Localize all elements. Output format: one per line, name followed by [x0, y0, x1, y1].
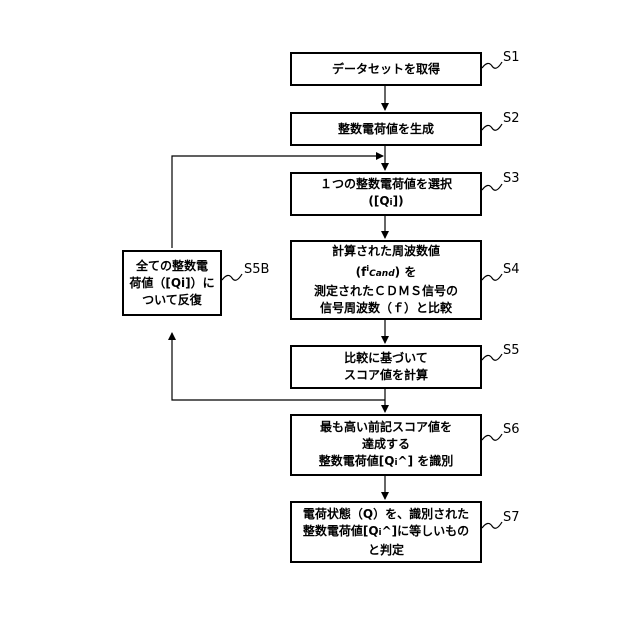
- step-s4-box: 計算された周波数値 (fiCand) を 測定されたＣＤＭＳ信号の 信号周波数（…: [290, 240, 482, 320]
- leader-s6: [482, 434, 502, 440]
- step-s3-line2: ([Qi]): [368, 193, 403, 212]
- step-s7-box: 電荷状態（Q）を、識別された 整数電荷値[Qi^]に等しいもの と判定: [290, 501, 482, 563]
- step-s7-line1: 電荷状態（Q）を、識別された: [303, 506, 469, 523]
- step-s7-line2: 整数電荷値[Qi^]に等しいもの: [303, 523, 469, 542]
- leader-s4: [482, 274, 502, 280]
- step-s5-label: S5: [503, 343, 520, 358]
- step-s3-line1: １つの整数電荷値を選択: [320, 176, 452, 193]
- step-s5b-line1: 全ての整数電: [136, 258, 208, 275]
- step-s3-label: S3: [503, 171, 520, 186]
- leader-s3: [482, 184, 502, 190]
- step-s4-line2: (fiCand) を: [356, 260, 417, 283]
- leader-s2: [482, 124, 502, 130]
- step-s4-line3: 測定されたＣＤＭＳ信号の: [314, 283, 458, 300]
- step-s4-line4: 信号周波数（ｆ）と比較: [320, 300, 452, 317]
- step-s7-line3: と判定: [368, 542, 404, 559]
- step-s6-line1: 最も高い前記スコア値を: [320, 419, 452, 436]
- step-s5b-line3: ついて反復: [142, 292, 202, 309]
- step-s2-text: 整数電荷値を生成: [338, 121, 434, 138]
- step-s1-box: データセットを取得: [290, 52, 482, 86]
- step-s5-box: 比較に基づいて スコア値を計算: [290, 345, 482, 389]
- step-s6-box: 最も高い前記スコア値を 達成する 整数電荷値[Qi^] を識別: [290, 414, 482, 476]
- step-s1-text: データセットを取得: [332, 61, 440, 78]
- leader-s5b: [222, 274, 242, 280]
- step-s7-label: S7: [503, 510, 520, 525]
- step-s6-label: S6: [503, 422, 520, 437]
- step-s3-box: １つの整数電荷値を選択 ([Qi]): [290, 172, 482, 216]
- step-s4-label: S4: [503, 262, 520, 277]
- step-s6-line2: 達成する: [362, 436, 410, 453]
- leader-s5: [482, 354, 502, 360]
- step-s5b-box: 全ての整数電 荷値（[Qi]）に ついて反復: [122, 250, 222, 316]
- step-s4-line1: 計算された周波数値: [332, 243, 440, 260]
- leader-s7: [482, 522, 502, 528]
- step-s2-label: S2: [503, 111, 520, 126]
- step-s5b-line2: 荷値（[Qi]）に: [129, 275, 214, 292]
- step-s6-line3: 整数電荷値[Qi^] を識別: [319, 453, 454, 472]
- step-s1-label: S1: [503, 50, 520, 65]
- step-s5b-label: S5B: [244, 262, 269, 277]
- step-s2-box: 整数電荷値を生成: [290, 112, 482, 146]
- step-s5-line1: 比較に基づいて: [344, 350, 428, 367]
- step-s5-line2: スコア値を計算: [344, 367, 428, 384]
- leader-s1: [482, 62, 502, 68]
